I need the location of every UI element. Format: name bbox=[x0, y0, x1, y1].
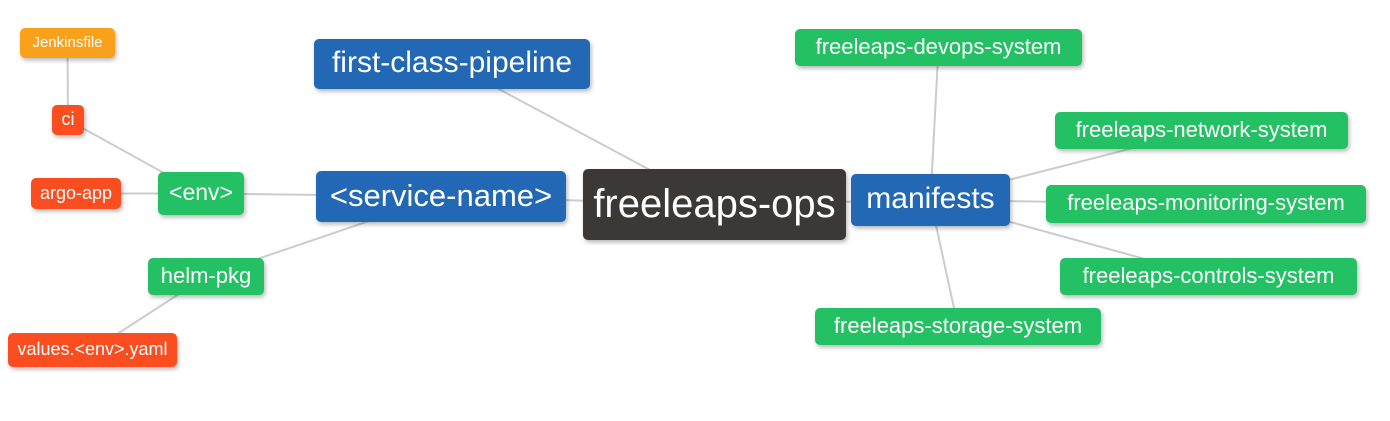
node-freeleaps-network-system[interactable]: freeleaps-network-system bbox=[1055, 112, 1348, 149]
node-first-class-pipeline[interactable]: first-class-pipeline bbox=[314, 39, 590, 89]
node-service-name[interactable]: <service-name> bbox=[316, 171, 566, 222]
node-manifests[interactable]: manifests bbox=[851, 174, 1010, 226]
node-env[interactable]: <env> bbox=[158, 172, 244, 215]
node-helm-pkg[interactable]: helm-pkg bbox=[148, 258, 264, 295]
node-freeleaps-controls-system[interactable]: freeleaps-controls-system bbox=[1060, 258, 1357, 295]
node-jenkinsfile[interactable]: Jenkinsfile bbox=[20, 28, 115, 58]
node-ci[interactable]: ci bbox=[52, 105, 84, 135]
node-freeleaps-storage-system[interactable]: freeleaps-storage-system bbox=[815, 308, 1101, 345]
node-freeleaps-devops-system[interactable]: freeleaps-devops-system bbox=[795, 29, 1082, 66]
node-freeleaps-ops-root[interactable]: freeleaps-ops bbox=[583, 169, 846, 240]
node-values-env-yaml[interactable]: values.<env>.yaml bbox=[8, 333, 177, 367]
node-argo-app[interactable]: argo-app bbox=[31, 178, 121, 209]
node-freeleaps-monitoring-system[interactable]: freeleaps-monitoring-system bbox=[1046, 185, 1366, 223]
